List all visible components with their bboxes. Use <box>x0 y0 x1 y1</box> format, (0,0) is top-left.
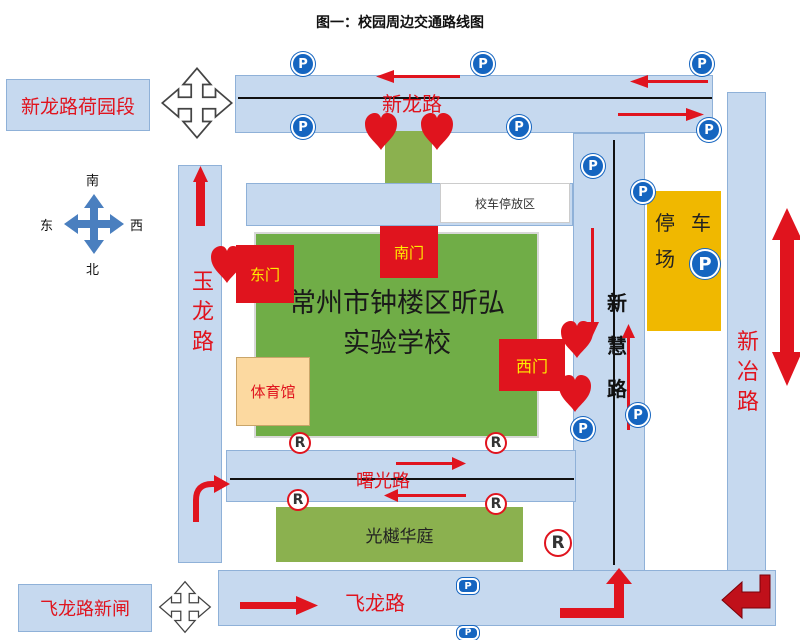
xinye-road-label: 新 冶 路 <box>736 330 759 415</box>
residence: 光樾华庭 <box>276 507 523 562</box>
yulong-road-label: 玉 龙 路 <box>191 270 214 355</box>
parking-icon: P <box>697 118 721 142</box>
xinlong-arrow-left-2 <box>630 75 708 88</box>
green-strip <box>385 131 432 183</box>
parking-icon: P <box>581 154 605 178</box>
no-parking-icon: R <box>485 432 507 454</box>
parking-icon: P <box>457 578 479 594</box>
west-gate: 西门 <box>499 339 565 391</box>
feilong-road <box>218 570 776 626</box>
xinhui-centerline <box>613 140 615 565</box>
feilong-road-label: 飞龙路 <box>345 591 405 615</box>
residence-label: 光樾华庭 <box>365 527 434 547</box>
yulong-turn-arrow <box>193 481 216 522</box>
parking-icon: P <box>457 626 479 640</box>
parking-icon: P <box>291 52 315 76</box>
compass-west: 西 <box>130 219 144 234</box>
xinhui-road-label: 新 慧 路 <box>607 291 627 401</box>
feilong-arrow-right <box>240 596 318 615</box>
parking-icon: P <box>471 52 495 76</box>
heart-icon-xinlong-2 <box>421 113 453 150</box>
xinlong-heyuan-box: 新龙路荷园段 <box>6 79 150 131</box>
bus-parking-area: 校车停放区 <box>440 183 570 223</box>
parking-icon: P <box>291 115 315 139</box>
xinhui-turn-arrow <box>560 568 632 618</box>
school-name: 常州市钟楼区昕弘 实验学校 <box>289 288 505 359</box>
no-parking-icon: R <box>544 529 572 557</box>
parking-icon: P <box>631 180 655 204</box>
xinye-double-arrow <box>772 208 800 386</box>
parking-lot-pin: P <box>690 249 720 279</box>
shuguang-arrow-right <box>396 457 466 470</box>
shuguang-arrow-left <box>384 489 466 502</box>
bus-parking-label: 校车停放区 <box>474 196 535 211</box>
south-gate: 南门 <box>380 226 438 278</box>
parking-icon: P <box>507 115 531 139</box>
yulong-up-arrow <box>193 166 208 226</box>
map-title: 图一：校园周边交通路线图 <box>316 15 484 31</box>
parking-icon: P <box>690 52 714 76</box>
no-parking-icon: R <box>485 493 507 515</box>
gym: 体育馆 <box>236 357 310 426</box>
parking-lot-label: 停车 场 <box>655 211 711 271</box>
compass-arrows-icon <box>64 194 124 254</box>
compass-south: 南 <box>86 174 100 189</box>
compass-east: 东 <box>40 219 54 234</box>
no-parking-icon: R <box>287 489 309 511</box>
yulong-road <box>178 165 222 563</box>
heart-icon-west-gate-1 <box>561 321 593 358</box>
shuguang-road-label: 曙光路 <box>356 471 410 492</box>
four-way-arrow-icon-bottom <box>158 580 212 634</box>
east-gate: 东门 <box>236 245 294 303</box>
xinlong-arrow-right <box>618 108 704 121</box>
four-way-arrow-icon-top <box>160 66 234 140</box>
heart-icon-west-gate-2 <box>559 375 591 412</box>
heart-icon-xinlong-1 <box>365 113 397 150</box>
shuguang-road <box>226 450 576 502</box>
shuguang-centerline <box>230 478 574 480</box>
xinhui-road <box>573 133 645 575</box>
parking-icon: P <box>571 417 595 441</box>
xinhui-arrow-up <box>622 324 635 430</box>
gym-label: 体育馆 <box>250 383 296 401</box>
heart-icon-east-gate <box>211 246 243 283</box>
xinlong-centerline <box>238 97 712 99</box>
xinye-road <box>727 92 766 575</box>
feilong-xinzha-box: 飞龙路新闸 <box>18 584 152 632</box>
xinlong-road-label: 新龙路 <box>382 92 442 116</box>
no-parking-icon: R <box>289 432 311 454</box>
compass-north: 北 <box>86 263 100 278</box>
xinye-turn-arrow <box>721 574 771 620</box>
xinlong-arrow-left-1 <box>376 70 460 83</box>
parking-icon: P <box>626 403 650 427</box>
